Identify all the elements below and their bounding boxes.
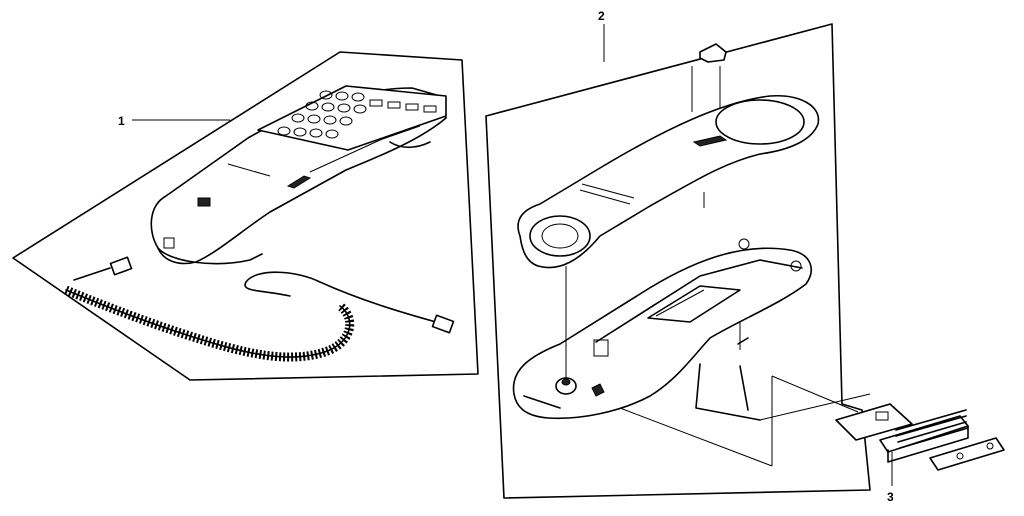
hook-switch-cap-icon: [691, 43, 727, 112]
assembly-2-boundary: [485, 23, 871, 499]
connector-block-icon: [895, 409, 969, 449]
line-cord-icon: [244, 271, 455, 334]
callout-label-1: 1: [118, 114, 125, 128]
callout-label-2: 2: [598, 9, 605, 23]
lower-housing-icon: [512, 238, 812, 421]
handset-housing-exploded-icon: [485, 23, 871, 499]
keypad-icon: [277, 90, 437, 139]
modular-plug-icon: [431, 314, 455, 334]
telephone-handset-assembly-icon: [12, 51, 479, 381]
upper-housing-icon: [517, 95, 820, 269]
coiled-cord-icon: [64, 256, 355, 362]
modular-plug-icon: [109, 256, 133, 276]
callout-label-3: 3: [887, 490, 894, 504]
circuit-board-bracket-icon: [835, 403, 1005, 486]
handset-icon: [150, 85, 447, 265]
assembly-1-boundary: [12, 51, 479, 381]
